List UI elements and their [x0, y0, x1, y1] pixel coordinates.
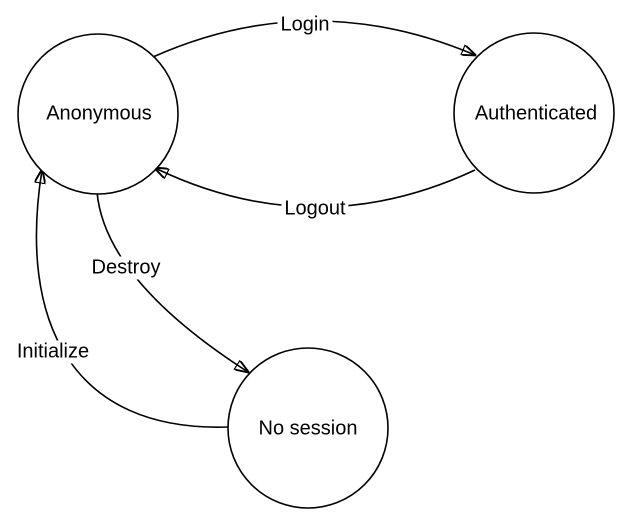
state-circle-authenticated — [453, 32, 615, 194]
transition-label-initialize: Initialize — [13, 340, 93, 364]
transition-label-logout: Logout — [281, 197, 349, 221]
state-label-no-session: No session — [258, 417, 358, 440]
state-circle-no-session — [227, 347, 389, 509]
state-label-authenticated: Authenticated — [474, 102, 598, 125]
state-circle-anonymous — [17, 33, 179, 195]
state-label-anonymous: Anonymous — [46, 102, 152, 125]
transition-label-login: Login — [277, 13, 333, 37]
transition-arrow-destroy — [96, 191, 248, 372]
transition-label-destroy: Destroy — [88, 256, 164, 280]
transition-arrow-initialize — [36, 170, 229, 428]
